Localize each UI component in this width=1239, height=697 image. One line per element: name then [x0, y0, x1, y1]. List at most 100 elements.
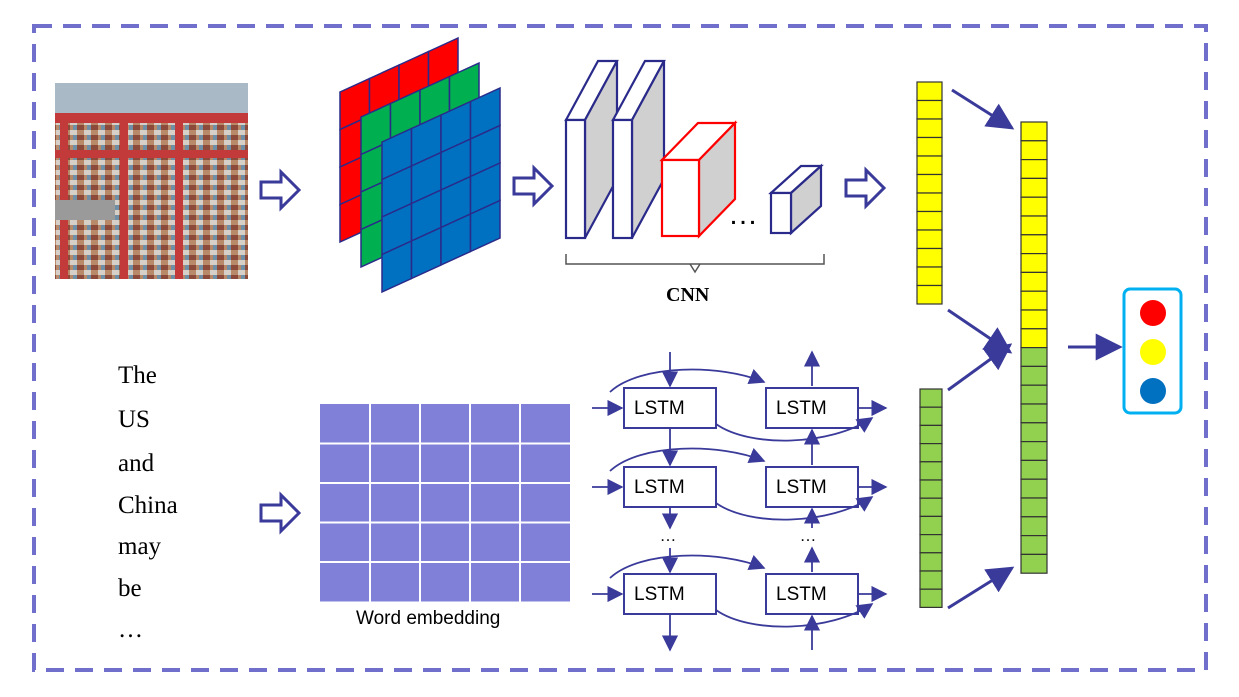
sentence-word: US	[118, 406, 150, 433]
vector-cell	[916, 284, 943, 305]
vector-cell	[916, 99, 943, 120]
lstm-cell	[623, 387, 717, 429]
vector-cell	[916, 247, 943, 268]
vector-cell	[919, 497, 943, 518]
vector-cell	[1020, 159, 1048, 180]
arrow-cnn-to-vector	[844, 166, 887, 210]
input-image	[55, 83, 248, 279]
vector-cell	[1020, 121, 1048, 142]
vector-cell	[916, 118, 943, 139]
cnn-layer-4	[768, 163, 824, 236]
vector-cell	[1020, 215, 1048, 236]
lstm-cell	[765, 387, 859, 429]
output-class-dot	[1140, 378, 1166, 404]
vector-cell	[916, 173, 943, 194]
lstm-network	[592, 350, 888, 652]
lstm-cell	[765, 466, 859, 508]
lstm-label: LSTM	[634, 584, 685, 605]
vector-cell	[1020, 403, 1048, 424]
cnn-layers	[564, 59, 824, 240]
vector-cell	[919, 515, 943, 536]
vector-cell	[919, 443, 943, 463]
vector-cell	[1020, 177, 1048, 198]
vector-cell	[1020, 534, 1048, 555]
lstm-label: LSTM	[634, 477, 685, 498]
lstm-label: LSTM	[776, 477, 827, 498]
vector-cell	[1020, 234, 1048, 255]
backward-recurrence-arrow	[715, 417, 874, 442]
sentence-word: be	[118, 575, 142, 602]
vector-cell	[1020, 441, 1048, 462]
sentence-word: The	[118, 362, 157, 389]
arrow-image-vec-top	[951, 88, 1015, 130]
vector-cell	[1020, 497, 1048, 518]
vector-cell	[1020, 365, 1048, 386]
backward-recurrence-arrow	[715, 496, 874, 521]
vector-cell	[919, 570, 943, 590]
layer-front-face	[564, 118, 587, 240]
vector-cell	[916, 192, 943, 213]
arrow-image-to-channels	[259, 168, 302, 212]
vector-cell	[916, 266, 943, 287]
lstm-label: LSTM	[776, 584, 827, 605]
vector-cell	[1020, 384, 1048, 405]
text-feature-vector	[919, 388, 943, 609]
image-feature-vector	[916, 81, 943, 305]
rgb-channel-stack	[339, 36, 501, 294]
cnn-label: CNN	[666, 284, 710, 306]
vector-cell	[1020, 290, 1048, 311]
vector-cell	[919, 424, 943, 445]
vector-cell	[1020, 478, 1048, 499]
arrow-text-vec-top	[947, 343, 1013, 392]
lstm-cell	[623, 466, 717, 508]
output-class-dot	[1140, 339, 1166, 365]
arrow-text-to-embedding	[259, 491, 302, 535]
lstm-label: LSTM	[634, 398, 685, 419]
layer-front-face	[611, 118, 634, 240]
word-embedding-label: Word embedding	[356, 608, 501, 629]
word-embedding-grid	[320, 404, 570, 602]
output-classes	[1140, 300, 1166, 404]
arrow-channels-to-cnn	[512, 164, 555, 208]
vector-cell	[919, 461, 943, 481]
layer-front-face	[660, 158, 701, 238]
forward-recurrence-arrow	[609, 447, 766, 472]
joint-feature-vector	[1020, 121, 1048, 574]
forward-recurrence-arrow	[609, 368, 766, 393]
cnn-ellipsis: …	[728, 198, 758, 231]
vector-cell	[916, 210, 943, 231]
vector-cell	[919, 588, 943, 609]
lstm-cell	[765, 573, 859, 615]
sentence-word: may	[118, 533, 162, 560]
forward-recurrence-arrow	[609, 554, 766, 579]
cnn-brace	[565, 254, 825, 265]
arrow-image-vec-bottom	[947, 308, 1013, 354]
vector-cell	[919, 533, 943, 554]
sentence-word: and	[118, 450, 155, 477]
vector-cell	[919, 552, 943, 572]
arrow-text-vec-bottom	[947, 566, 1015, 610]
blue-channel	[381, 86, 501, 294]
vector-cell	[919, 479, 943, 499]
cnn-layer-2	[611, 59, 666, 240]
vector-cell	[1020, 196, 1048, 217]
lstm-label: LSTM	[776, 398, 827, 419]
vector-cell	[1020, 328, 1048, 349]
vector-cell	[1020, 347, 1048, 368]
vector-cell	[916, 155, 943, 176]
vector-cell	[916, 229, 943, 250]
channel-cell	[469, 199, 501, 253]
fusion-arrows	[947, 88, 1123, 610]
vector-cell	[1020, 140, 1048, 161]
vector-cell	[1020, 271, 1048, 292]
lstm-ellipsis-right: …	[800, 528, 816, 545]
cnn-brace-tip	[689, 263, 701, 274]
vector-cell	[1020, 309, 1048, 330]
vector-cell	[919, 406, 943, 427]
vector-cell	[916, 136, 943, 157]
vector-cell	[1020, 459, 1048, 480]
backward-recurrence-arrow	[715, 603, 874, 628]
vector-cell	[1020, 422, 1048, 443]
cnn-layer-3	[659, 120, 738, 239]
